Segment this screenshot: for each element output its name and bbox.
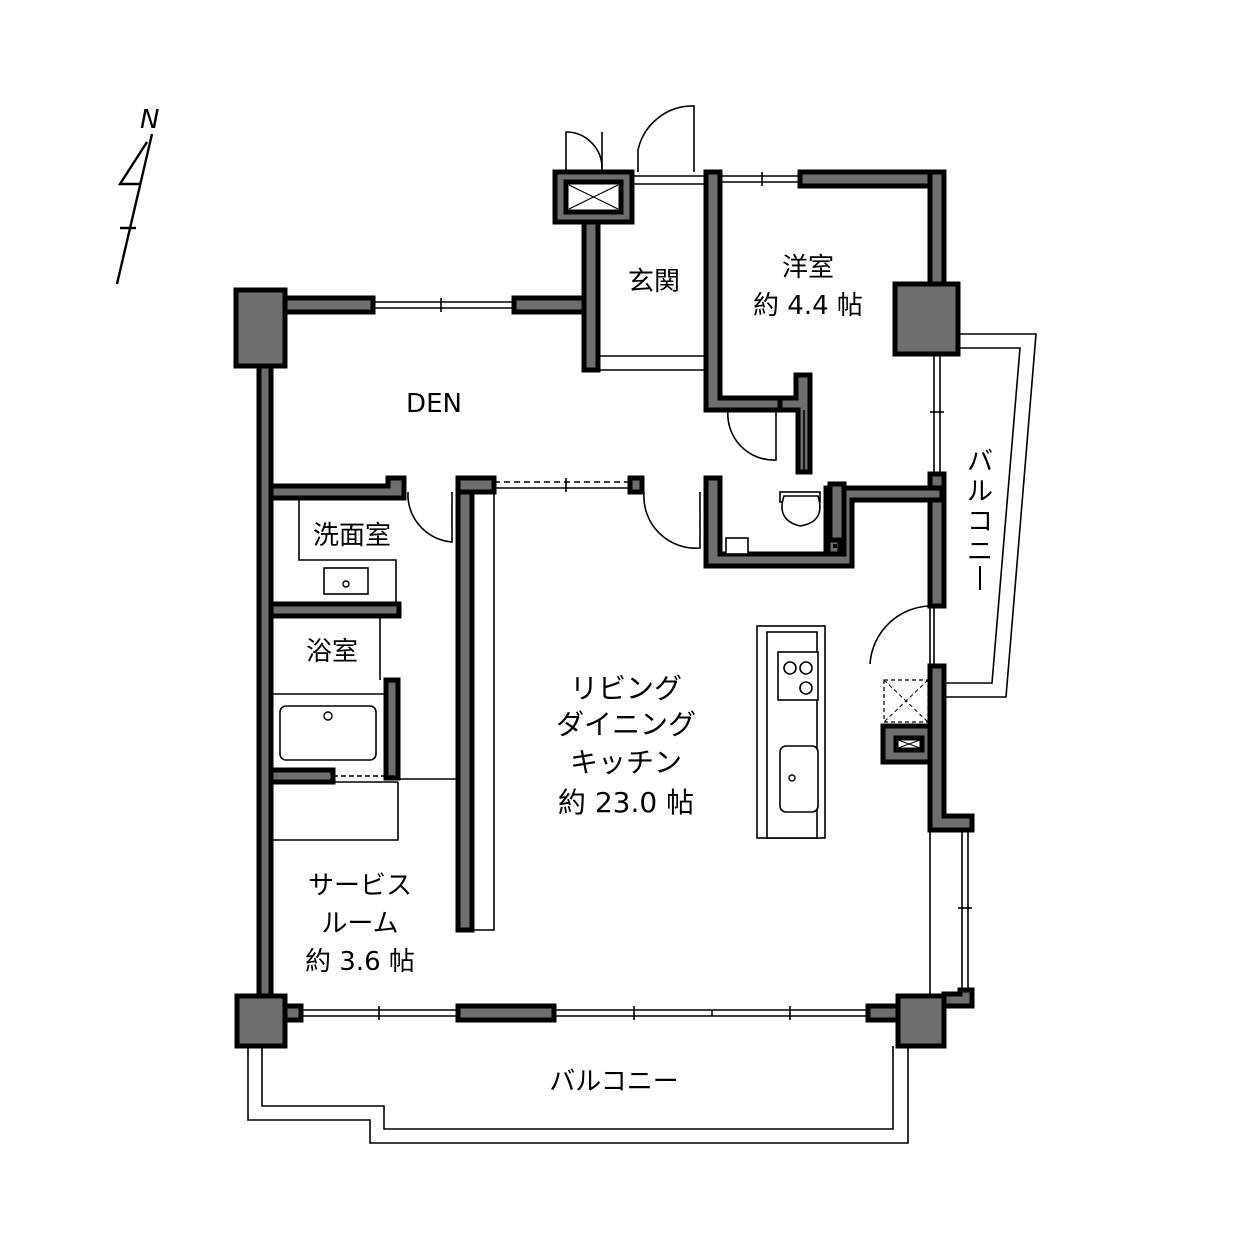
balcony-east-char: バ [967, 447, 993, 477]
balcony-east-char: コ [967, 507, 993, 537]
balcony-east-outline [946, 333, 1037, 698]
doors [407, 105, 931, 665]
exterior-walls [256, 169, 975, 1023]
room-label-den: DEN [406, 389, 462, 419]
room-label-ldk-line2: ダイニング [556, 708, 696, 741]
balcony-east-label: バ ル コ ニ [967, 447, 993, 590]
room-label-youshitsu: 洋室 [782, 253, 834, 283]
room-label-yokushitsu: 浴室 [306, 637, 358, 667]
room-label-senmen: 洗面室 [313, 521, 391, 551]
room-area-ldk: 約 23.0 帖 [558, 786, 694, 819]
room-label-ldk-line3: キッチン [570, 746, 682, 779]
cooktop [777, 651, 819, 701]
room-label-genkan: 玄関 [628, 267, 680, 297]
room-label-ldk-line1: リビング [570, 672, 682, 705]
fixtures [279, 184, 929, 839]
pillars [233, 281, 961, 1049]
room-label-service-line2: ルーム [321, 909, 398, 939]
balcony-south-outline [247, 1046, 909, 1144]
room-label-service-line1: サービス [308, 871, 412, 901]
bathtub [279, 705, 377, 761]
windows [271, 172, 972, 1020]
north-arrow: N [115, 105, 159, 285]
balcony-east-char: ニ [967, 537, 993, 567]
room-labels: 玄関 洋室 約 4.4 帖 DEN 洗面室 浴室 リビング ダイニング キッチン… [305, 253, 993, 1097]
interior-walls [268, 475, 945, 933]
room-area-youshitsu: 約 4.4 帖 [753, 291, 863, 321]
balcony-south-label: バルコニー [549, 1067, 678, 1097]
north-label: N [140, 105, 159, 135]
kitchen-sink [779, 745, 819, 813]
room-area-service: 約 3.6 帖 [305, 947, 415, 977]
toilet-sink [725, 537, 749, 555]
toilet-bowl [781, 495, 821, 527]
balcony-east-char: ル [967, 477, 993, 507]
